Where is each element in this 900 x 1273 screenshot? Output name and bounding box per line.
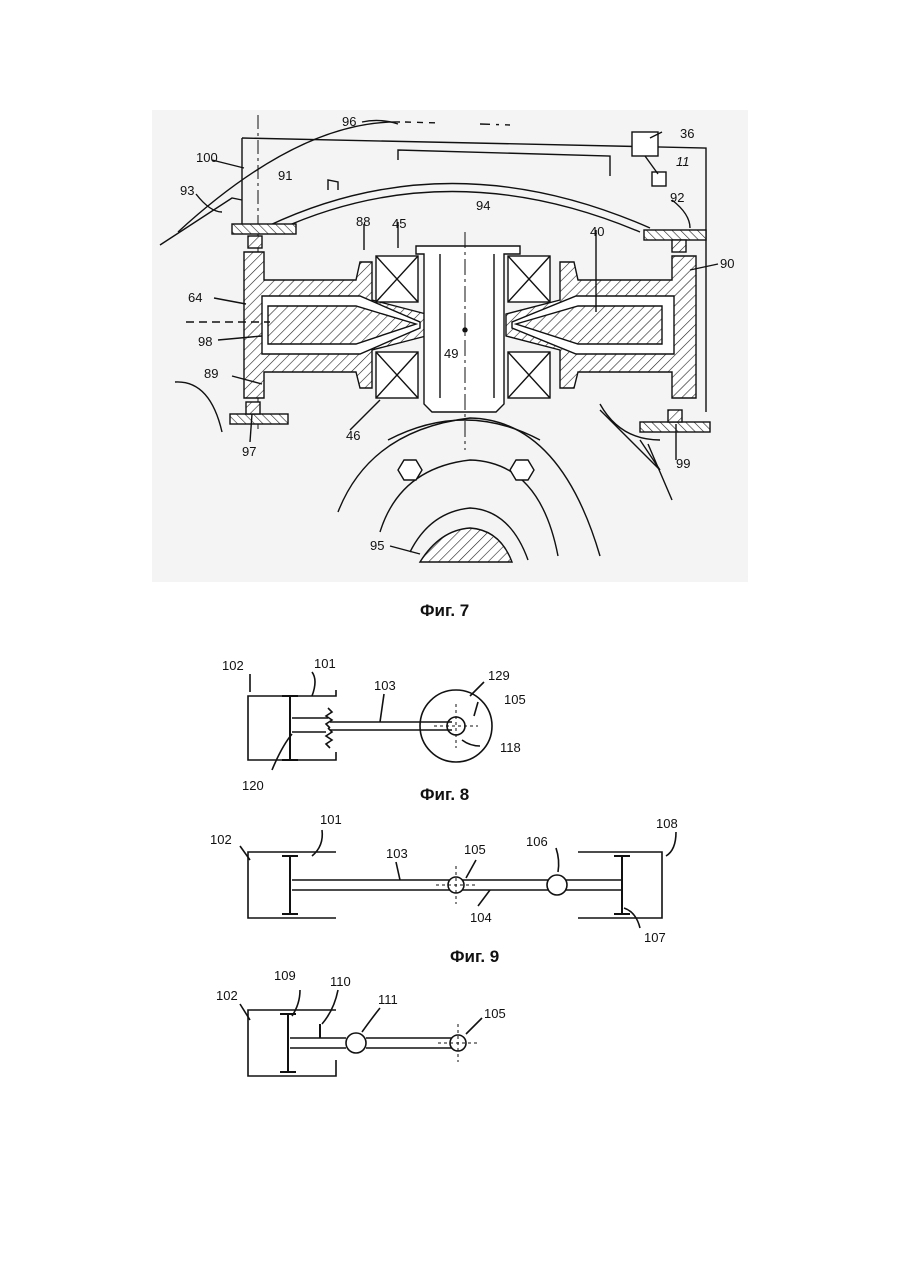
label-103: 103 <box>374 678 396 693</box>
label-111: 111 <box>378 992 398 1007</box>
caption-fig-9: Фиг. 9 <box>450 947 499 966</box>
bearing-45 <box>376 256 418 302</box>
label-93: 93 <box>180 183 194 198</box>
label-104: 104 <box>470 910 492 925</box>
label-109: 109 <box>274 968 296 983</box>
label-102: 102 <box>216 988 238 1003</box>
caption-fig-8: Фиг. 8 <box>420 785 469 804</box>
label-105: 105 <box>504 692 526 707</box>
label-103: 103 <box>386 846 408 861</box>
figure-9-labels: 102 101 103 105 106 108 104 107 <box>210 812 678 945</box>
figure-9 <box>240 830 676 928</box>
label-64: 64 <box>188 290 202 305</box>
label-120: 120 <box>242 778 264 793</box>
label-96: 96 <box>342 114 356 129</box>
label-49: 49 <box>444 346 458 361</box>
label-102: 102 <box>222 658 244 673</box>
figure-10-labels: 102 109 110 111 105 <box>216 968 506 1021</box>
label-108: 108 <box>656 816 678 831</box>
label-40: 40 <box>590 224 604 239</box>
bearing-right-bottom <box>508 352 550 398</box>
label-107: 107 <box>644 930 666 945</box>
label-92: 92 <box>670 190 684 205</box>
label-102: 102 <box>210 832 232 847</box>
label-110: 110 <box>330 974 351 989</box>
label-45: 45 <box>392 216 406 231</box>
label-100: 100 <box>196 150 218 165</box>
label-129: 129 <box>488 668 510 683</box>
label-105: 105 <box>464 842 486 857</box>
figure-8 <box>248 672 492 770</box>
label-105: 105 <box>484 1006 506 1021</box>
figure-8-labels: 102 101 103 129 105 118 120 <box>222 656 526 793</box>
label-99: 99 <box>676 456 690 471</box>
label-95: 95 <box>370 538 384 553</box>
figure-10 <box>240 990 482 1076</box>
label-91: 91 <box>278 168 292 183</box>
label-97: 97 <box>242 444 256 459</box>
caption-fig-7: Фиг. 7 <box>420 601 469 620</box>
bearing-46 <box>376 352 418 398</box>
label-118: 118 <box>500 740 521 755</box>
label-98: 98 <box>198 334 212 349</box>
bearing-right-top <box>508 256 550 302</box>
label-101: 101 <box>314 656 336 671</box>
label-11: 11 <box>676 154 690 169</box>
label-46: 46 <box>346 428 360 443</box>
label-36: 36 <box>680 126 694 141</box>
label-106: 106 <box>526 834 548 849</box>
label-89: 89 <box>204 366 218 381</box>
label-101: 101 <box>320 812 342 827</box>
label-88: 88 <box>356 214 370 229</box>
label-90: 90 <box>720 256 734 271</box>
label-94: 94 <box>476 198 490 213</box>
